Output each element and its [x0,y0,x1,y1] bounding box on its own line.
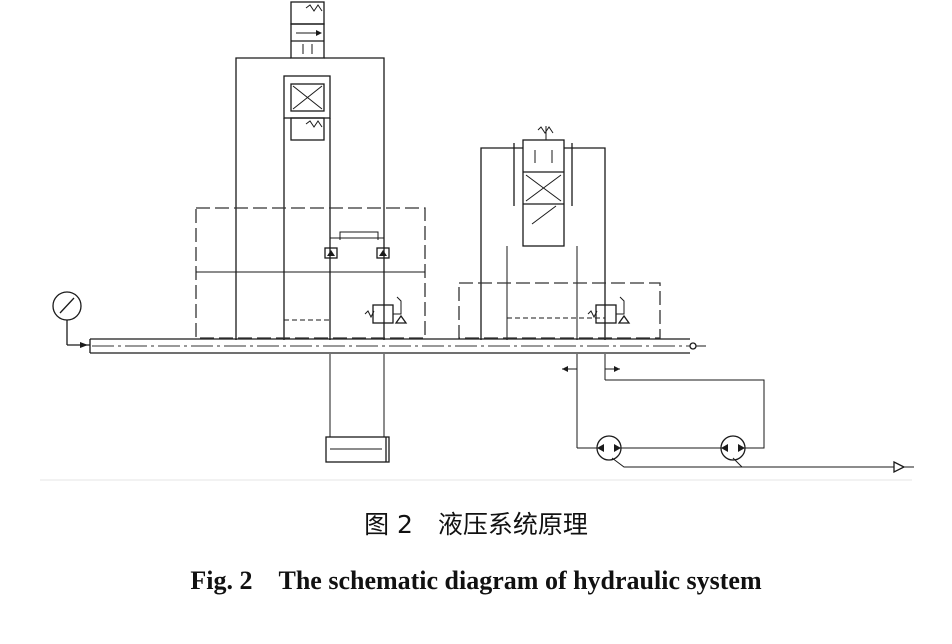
hydraulic-motor-1 [596,435,622,461]
relief-valve-right [587,296,631,324]
hydraulic-cylinder [325,436,390,463]
relief-valve-left [364,296,408,324]
check-valve-right [376,247,390,259]
check-valve-left [324,247,338,259]
right-circuit-lines [480,147,606,340]
left-circuit-lines [235,57,385,437]
figure-caption-chinese: 图 2 液压系统原理 [364,510,588,539]
figure-caption-english: Fig. 2 The schematic diagram of hydrauli… [190,566,762,595]
directional-valve-right [513,126,573,247]
directional-valve-left [283,1,331,141]
hydraulic-schematic [40,1,914,481]
valve-block-enclosure-left [195,207,426,339]
valve-block-enclosure-right [458,282,661,339]
pressure-manifold [89,338,706,354]
pressure-gauge [52,291,90,348]
hydraulic-motor-2 [720,435,746,461]
motor-circuit-lines [562,354,914,474]
